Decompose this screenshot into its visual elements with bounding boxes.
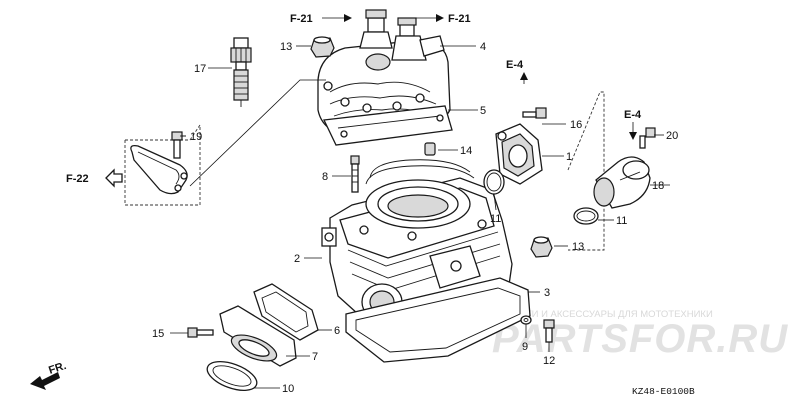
- part-1-thermostat-housing[interactable]: [495, 123, 543, 185]
- callout-2[interactable]: 2: [294, 253, 300, 265]
- callout-11-left[interactable]: 11: [490, 213, 501, 225]
- part-10-intake-boot[interactable]: [203, 356, 260, 396]
- svg-text:E-4: E-4: [506, 59, 524, 71]
- callout-9[interactable]: 9: [522, 341, 528, 353]
- front-marker-label: FR.: [47, 360, 68, 377]
- callout-6[interactable]: 6: [334, 325, 340, 337]
- callout-13-top[interactable]: 13: [280, 41, 292, 53]
- svg-text:F-21: F-21: [448, 13, 471, 25]
- part-11-o-ring-left[interactable]: [483, 169, 505, 195]
- part-12-bolt[interactable]: [543, 319, 555, 343]
- leader-lines: [170, 45, 670, 389]
- callout-3[interactable]: 3: [544, 287, 550, 299]
- callout-17[interactable]: 17: [194, 63, 206, 75]
- callout-10[interactable]: 10: [282, 383, 294, 395]
- part-13-nut-right[interactable]: [530, 236, 553, 258]
- part-17-spark-plug[interactable]: [230, 37, 252, 107]
- part-11-o-ring-right[interactable]: [573, 207, 599, 225]
- callout-14[interactable]: 14: [460, 145, 472, 157]
- callout-8[interactable]: 8: [322, 171, 328, 183]
- part-8-stud[interactable]: [350, 155, 360, 193]
- ref-f21-right[interactable]: F-21: [416, 13, 471, 25]
- callout-4[interactable]: 4: [480, 41, 486, 53]
- callout-13-right[interactable]: 13: [572, 241, 584, 253]
- part-13-nut-top[interactable]: [310, 36, 335, 58]
- watermark-tagline: ЗАПЧАСТИ И АКСЕССУАРЫ ДЛЯ МОТОТЕХНИКИ: [488, 309, 713, 320]
- part-5-cylinder-head[interactable]: [317, 39, 453, 146]
- callout-19[interactable]: 19: [190, 131, 202, 143]
- callout-20[interactable]: 20: [666, 130, 678, 142]
- svg-text:F-22: F-22: [66, 173, 89, 185]
- part-7-intake-manifold[interactable]: [219, 305, 297, 367]
- callout-15[interactable]: 15: [152, 328, 164, 340]
- ref-e4-left[interactable]: E-4: [506, 59, 528, 84]
- callout-5[interactable]: 5: [480, 105, 486, 117]
- part-4-head-fittings[interactable]: [359, 9, 445, 61]
- part-16-bolt[interactable]: [522, 107, 547, 119]
- diagram-code: KZ48-E0100B: [632, 386, 695, 397]
- part-9-washer[interactable]: [520, 315, 532, 325]
- part-14-dowel-pin[interactable]: [424, 142, 436, 156]
- ref-f22[interactable]: F-22: [66, 168, 123, 188]
- callout-labels: 17 13 4 5 19 14 8 16 1 11 20 18 11 13 2 …: [152, 41, 678, 395]
- callout-7[interactable]: 7: [312, 351, 318, 363]
- part-15-bolt[interactable]: [187, 327, 214, 338]
- callout-12[interactable]: 12: [543, 355, 555, 367]
- svg-text:E-4: E-4: [624, 109, 642, 121]
- watermark-logo: PARTSFOR.RU: [492, 317, 788, 361]
- svg-text:F-21: F-21: [290, 13, 313, 25]
- front-direction-arrow: FR.: [30, 360, 68, 390]
- callout-1[interactable]: 1: [566, 151, 572, 163]
- part-20-bolt[interactable]: [639, 127, 656, 149]
- part-19-clip-assembly[interactable]: [124, 123, 201, 206]
- callout-11-right[interactable]: 11: [616, 215, 627, 227]
- callout-16[interactable]: 16: [570, 119, 582, 131]
- callout-18[interactable]: 18: [652, 180, 664, 192]
- ref-f21-left[interactable]: F-21: [290, 13, 352, 25]
- ref-e4-right[interactable]: E-4: [624, 109, 642, 140]
- watermark: ЗАПЧАСТИ И АКСЕССУАРЫ ДЛЯ МОТОТЕХНИКИ PA…: [488, 309, 788, 361]
- part-2-cylinder[interactable]: [321, 159, 531, 363]
- part-18-water-joint[interactable]: [567, 91, 651, 251]
